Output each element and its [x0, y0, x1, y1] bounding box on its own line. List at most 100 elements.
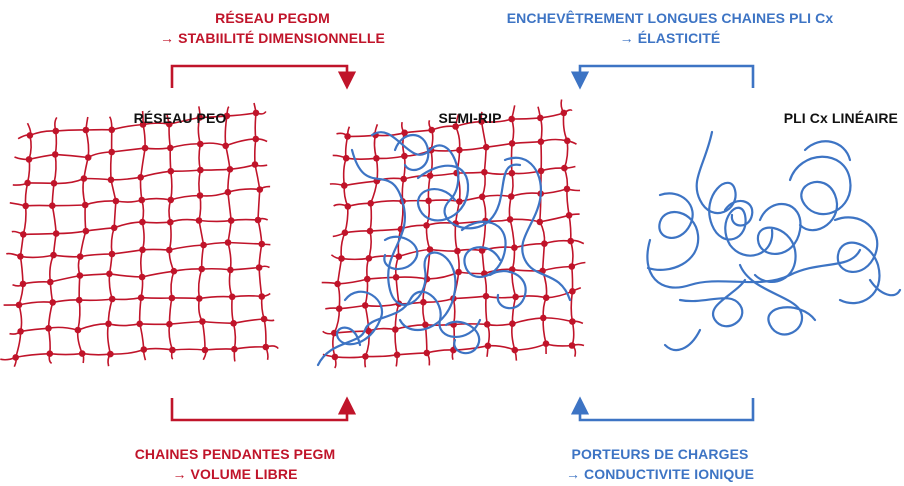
crosslink-node — [108, 126, 116, 134]
crosslink-node — [428, 126, 436, 134]
network-strand — [204, 348, 235, 351]
network-strand — [170, 169, 201, 173]
network-strand — [203, 241, 229, 246]
network-strand — [111, 147, 146, 153]
network-strand — [79, 298, 113, 302]
peo-network-mesh — [0, 102, 279, 368]
network-strand — [544, 239, 571, 245]
network-strand — [85, 227, 115, 232]
crosslink-node — [536, 218, 544, 226]
semi-rip-network-mesh — [321, 99, 586, 369]
network-strand — [234, 346, 266, 350]
crosslink-node — [341, 182, 348, 189]
network-strand — [481, 250, 486, 274]
crosslink-node — [52, 127, 60, 135]
crosslink-node — [254, 216, 262, 224]
crosslink-node — [195, 217, 203, 224]
crosslink-node — [256, 186, 264, 193]
network-strand — [459, 146, 487, 151]
network-strand — [228, 269, 233, 298]
crosslink-node — [426, 246, 434, 253]
crosslink-node — [112, 197, 120, 205]
network-strand — [200, 244, 205, 270]
network-strand — [425, 225, 431, 250]
network-strand — [334, 355, 366, 359]
bottom-left-caption-line2: → VOLUME LIBRE — [172, 466, 298, 482]
crosslink-node — [137, 294, 145, 302]
network-strand — [369, 181, 378, 204]
network-strand — [231, 296, 235, 324]
network-strand — [373, 134, 378, 159]
network-strand — [568, 215, 572, 242]
network-strand — [28, 153, 56, 161]
network-strand — [109, 273, 143, 278]
crosslink-node — [537, 138, 545, 145]
crosslink-node — [110, 224, 118, 232]
network-strand — [508, 196, 512, 220]
network-strand — [425, 200, 431, 226]
network-strand — [82, 352, 111, 356]
network-strand — [431, 149, 460, 152]
network-strand — [20, 254, 54, 259]
crosslink-node — [227, 217, 235, 224]
network-strand — [141, 221, 145, 251]
crosslink-node — [139, 218, 146, 226]
top-left-bracket-arrow — [170, 64, 357, 90]
top-left-caption-line1: RÉSEAU PEGDM — [215, 10, 330, 26]
crosslink-node — [456, 146, 463, 154]
network-strand — [51, 183, 55, 206]
network-strand — [53, 154, 57, 184]
crosslink-node — [52, 230, 60, 237]
network-strand — [512, 268, 543, 272]
crosslink-node — [139, 246, 146, 254]
crosslink-node — [482, 143, 490, 151]
bottom-right-caption: PORTEURS DE CHARGES → CONDUCTIVITE IONIQ… — [545, 444, 775, 484]
crosslink-node — [508, 115, 515, 123]
network-strand — [456, 171, 485, 174]
top-right-caption-line1: ENCHEVÊTREMENT LONGUES CHAINES PLI Cx — [506, 10, 834, 26]
crosslink-node — [362, 353, 369, 360]
network-strand — [87, 151, 112, 159]
network-strand — [230, 266, 260, 271]
network-strand — [459, 196, 483, 203]
network-strand — [77, 322, 109, 331]
crosslink-node — [81, 201, 89, 209]
network-strand — [394, 303, 400, 330]
network-strand — [401, 178, 405, 202]
network-strand — [170, 143, 201, 149]
network-strand — [55, 129, 86, 132]
crosslink-node — [136, 320, 143, 328]
crosslink-node — [511, 244, 518, 251]
network-strand — [347, 202, 371, 208]
network-strand — [487, 322, 513, 327]
network-strand — [430, 172, 457, 177]
crosslink-node — [422, 321, 429, 329]
network-strand — [486, 142, 513, 148]
crosslink-node — [252, 109, 260, 117]
network-strand — [368, 327, 396, 332]
network-strand — [15, 352, 50, 359]
top-left-caption-line2: → STABIILITÉ DIMENSIONNELLE — [160, 30, 385, 46]
network-strand — [227, 192, 232, 221]
network-strand — [48, 326, 79, 331]
crosslink-node — [84, 154, 92, 161]
crosslink-node — [169, 346, 176, 354]
network-strand — [539, 117, 543, 142]
network-strand — [398, 248, 431, 258]
crosslink-node — [373, 155, 380, 162]
network-strand — [197, 298, 204, 322]
network-strand — [14, 331, 22, 358]
crosslink-node — [139, 121, 147, 128]
crosslink-node — [260, 315, 268, 323]
crosslink-node — [17, 253, 24, 260]
network-strand — [80, 253, 113, 258]
network-strand — [539, 214, 570, 223]
network-strand — [484, 171, 513, 175]
network-strand — [83, 177, 112, 181]
crosslink-node — [138, 273, 146, 281]
crosslink-node — [484, 342, 492, 350]
crosslink-node — [17, 328, 24, 335]
bottom-left-caption-line1: CHAINES PENDANTES PEGM — [134, 446, 336, 462]
crosslink-node — [507, 193, 515, 200]
network-strand — [422, 302, 427, 326]
